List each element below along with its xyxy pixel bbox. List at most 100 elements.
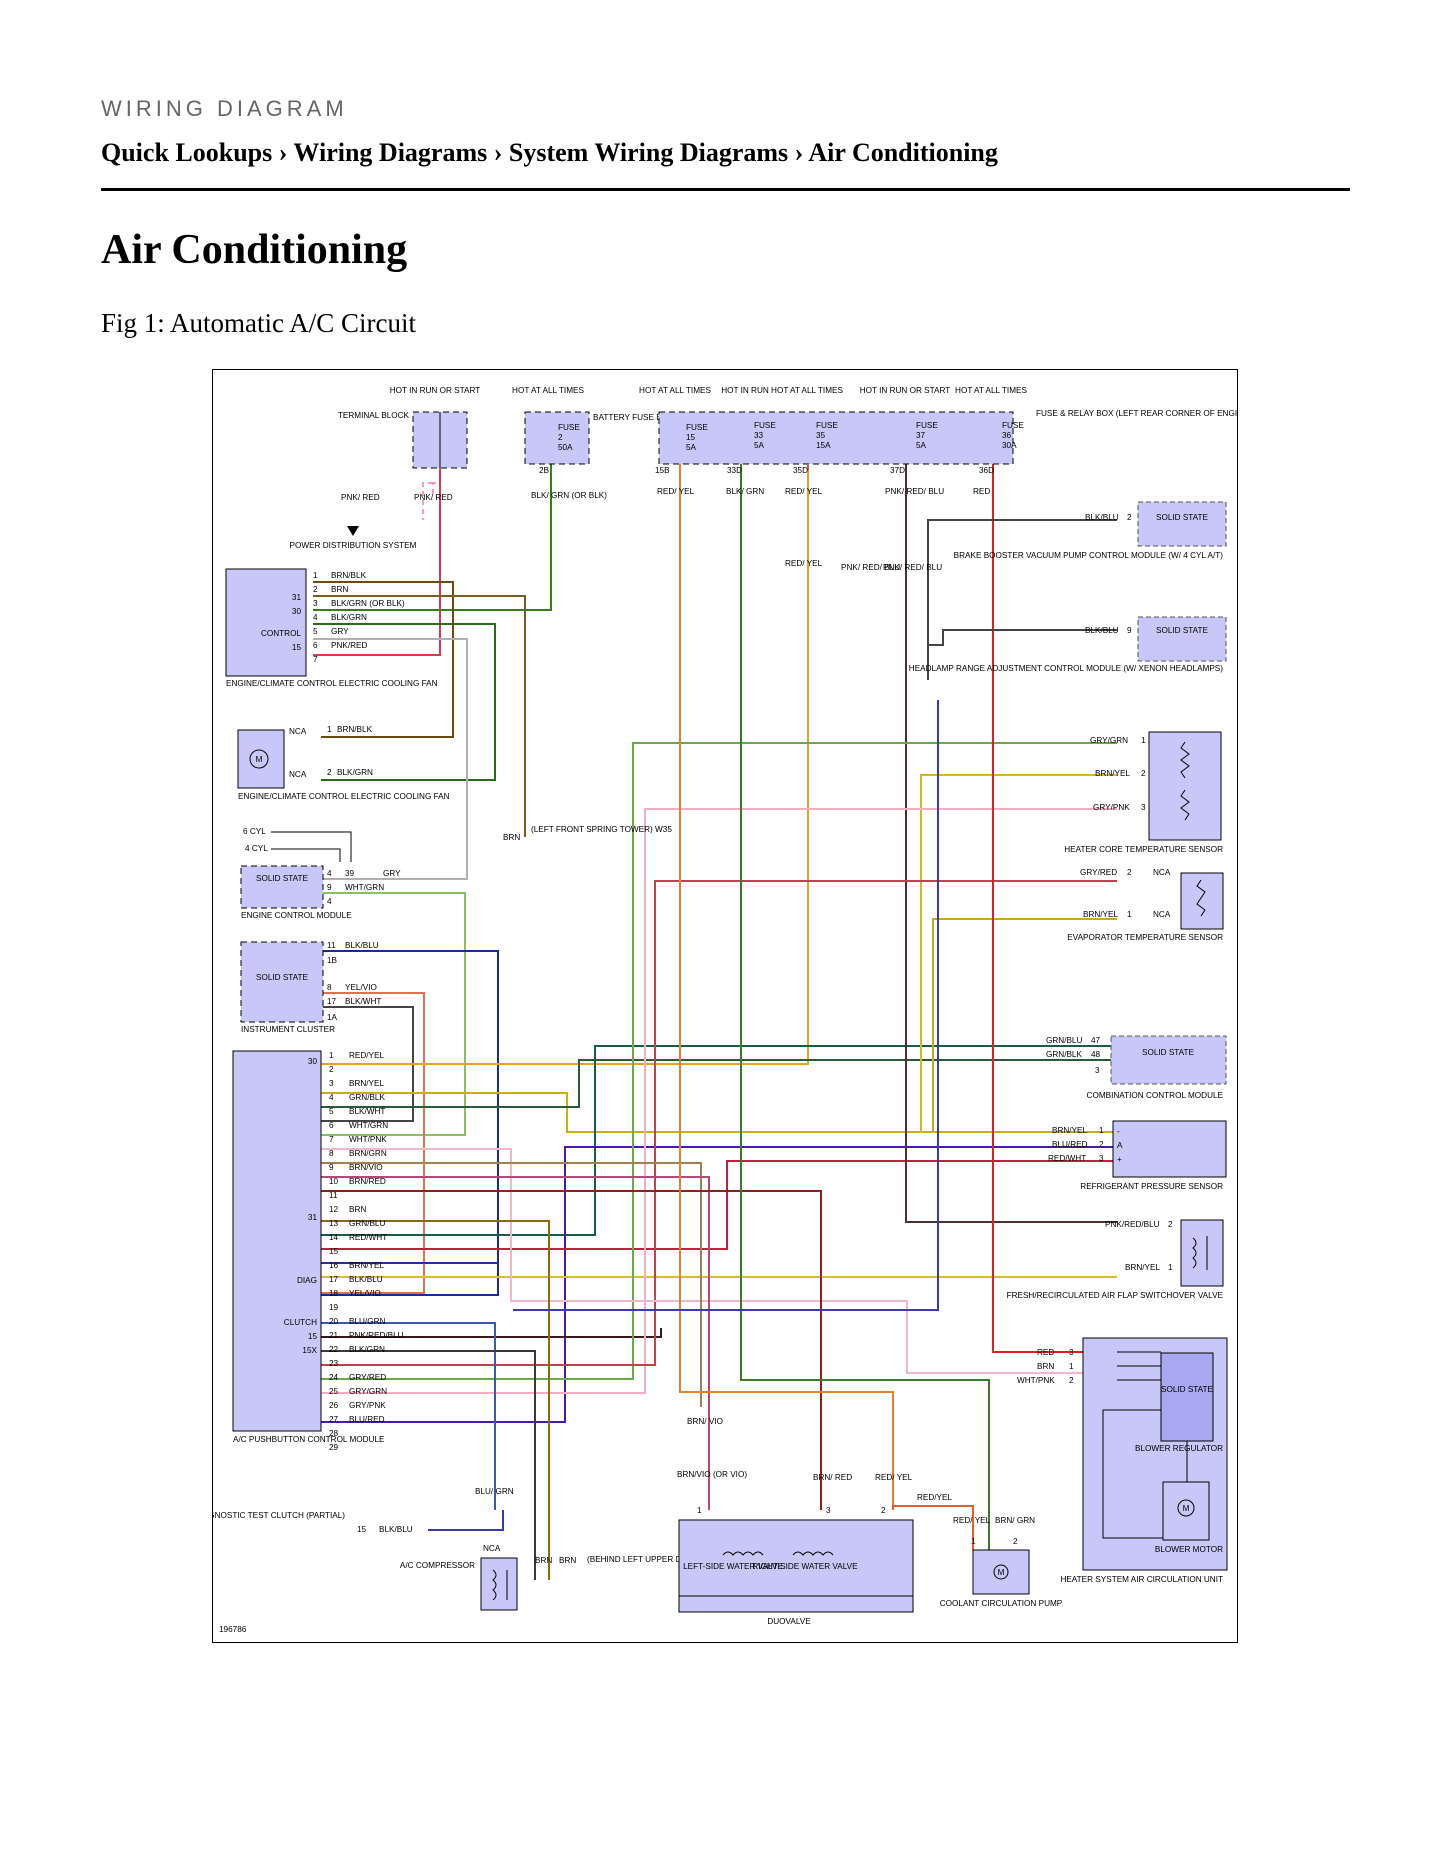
headlamp-range-box <box>1137 616 1227 662</box>
motor-pin-1: 1 <box>327 725 332 734</box>
wire-blu-red <box>321 1146 1117 1423</box>
fuse-37-rating: 5A <box>916 441 927 450</box>
wire-label-pnk-red-blu-3: PNK/ RED/ BLU <box>883 563 942 572</box>
wire-blu-grn <box>321 1322 496 1510</box>
wire-label-brn-w1-a: BRN <box>535 1556 552 1565</box>
fan-control-word: CONTROL <box>261 629 301 638</box>
wire-red-yel <box>321 470 809 1065</box>
module-pin-number: 4 <box>329 1093 334 1102</box>
module-pin-wire: BLK/GRN <box>349 1345 385 1354</box>
module-pin-wire: BRN/VIO <box>349 1163 383 1172</box>
refrigerant-sensor-box <box>1112 1120 1227 1178</box>
module-pin-wire: GRY/PNK <box>349 1401 386 1410</box>
label-hot-in-run: HOT IN RUN <box>721 386 769 395</box>
module-pin-wire: WHT/GRN <box>349 1121 388 1130</box>
fuse-2-word: FUSE <box>558 423 580 432</box>
module-pin-number: 3 <box>329 1079 334 1088</box>
wire-label-blk-grn-or-blk: BLK/ GRN (OR BLK) <box>531 491 607 500</box>
module-pin-number: 23 <box>329 1359 339 1368</box>
wire-blk-blu-cluster <box>321 950 499 1296</box>
wire-red-wht <box>321 1160 1117 1250</box>
ecm-pin-1-extra: 39 <box>345 869 355 878</box>
flap-wire-2: BRN/YEL <box>1125 1263 1160 1272</box>
fuse-36-rating: 30A <box>1002 441 1017 450</box>
combination-solid-state: SOLID STATE <box>1142 1048 1195 1057</box>
refrigerant-pin-3: 3 <box>1099 1154 1104 1163</box>
headlamp-wire: BLK/BLU <box>1085 626 1119 635</box>
module-pin-wire: PNK/RED/BLU <box>349 1331 404 1340</box>
fuse-35-rating: 15A <box>816 441 831 450</box>
module-pin-number: 25 <box>329 1387 339 1396</box>
wire-label-pnk-red-blu-2: PNK/ RED/ BLU <box>841 563 900 572</box>
evap-label: EVAPORATOR TEMPERATURE SENSOR <box>1067 933 1223 942</box>
breadcrumb[interactable]: Quick Lookups › Wiring Diagrams › System… <box>101 138 998 167</box>
evap-wire-1: GRY/RED <box>1080 868 1117 877</box>
fuse-35-number: 35 <box>816 431 826 440</box>
fuse-35-word: FUSE <box>816 421 838 430</box>
label-hot-all-times-2: HOT AT ALL TIMES <box>639 386 711 395</box>
evap-resistor <box>1196 879 1206 917</box>
brake-booster-label: BRAKE BOOSTER VACUUM PUMP CONTROL MODULE… <box>954 551 1224 560</box>
header-divider <box>101 188 1350 191</box>
refrigerant-polarity-plus: + <box>1117 1155 1122 1164</box>
wire-label-blk-grn-33d: BLK/ GRN <box>726 487 764 496</box>
wire-label-pnk-red-2: PNK/ RED <box>414 493 453 502</box>
blower-regulator-box <box>1160 1352 1214 1442</box>
module-pin-wire: BRN/YEL <box>349 1261 384 1270</box>
wire-label-red-yel-pump-h: RED/YEL <box>917 1493 952 1502</box>
wire-brn-yel-heater <box>920 774 1117 1132</box>
cooling-fan-motor-box <box>237 729 285 789</box>
wire-label-red-yel-15b: RED/ YEL <box>657 487 695 496</box>
label-hot-run-start-2: HOT IN RUN OR START <box>860 386 951 395</box>
headlamp-pin: 9 <box>1127 626 1132 635</box>
fuse-relay-box-label: FUSE & RELAY BOX (LEFT REAR CORNER OF EN… <box>1036 409 1237 418</box>
ac-compressor-label: A/C COMPRESSOR <box>400 1561 475 1570</box>
fan-pin-7: 7 <box>313 655 318 664</box>
wire-blk-grn-22 <box>321 1350 536 1580</box>
wire-label-red-36d: RED <box>973 487 990 496</box>
ground-w35: (LEFT FRONT SPRING TOWER) W35 <box>531 825 672 834</box>
module-pin-wire: GRY/GRN <box>349 1387 387 1396</box>
module-pin-number: 26 <box>329 1401 339 1410</box>
fan-motor-symbol <box>249 749 269 769</box>
module-pin-wire: GRN/BLU <box>349 1219 385 1228</box>
blower-motor-symbol <box>1177 1499 1195 1517</box>
module-pin-number: 6 <box>329 1121 334 1130</box>
module-terminal-30: 30 <box>308 1057 318 1066</box>
flap-valve-box <box>1180 1219 1224 1287</box>
ecm-box <box>240 865 324 909</box>
fan-wire-3: BLK/GRN (OR BLK) <box>331 599 405 608</box>
evap-pin-2: 1 <box>1127 910 1132 919</box>
module-pin-wire: GRN/BLK <box>349 1093 385 1102</box>
fuse-33-rating: 5A <box>754 441 765 450</box>
cluster-wire-1: BLK/BLU <box>345 941 379 950</box>
duovalve-pin-2: 2 <box>881 1506 886 1515</box>
wire-brn-vio <box>321 1176 710 1510</box>
evap-sensor-box <box>1180 872 1224 930</box>
blower-pin-1: 3 <box>1069 1348 1074 1357</box>
diag-clutch-wire: BLK/BLU <box>379 1525 413 1534</box>
cooling-fan-control-box <box>225 568 307 677</box>
wire-gry-red <box>321 880 1117 1366</box>
diag-clutch-pin: 15 <box>357 1525 367 1534</box>
fuse-2-pin: 2B <box>539 466 550 475</box>
wire-pnk-red-blu <box>321 1328 662 1338</box>
wire-blk-blu-diag <box>428 700 939 1531</box>
wire-blk-blu-hl <box>927 629 1117 680</box>
refrigerant-pin-2: 2 <box>1099 1140 1104 1149</box>
module-terminal-15: 15 <box>308 1332 318 1341</box>
wire-label-pnk-red-1: PNK/ RED <box>341 493 380 502</box>
heater-core-wire-3: GRY/PNK <box>1093 803 1130 812</box>
brake-booster-solid-state: SOLID STATE <box>1156 513 1209 522</box>
module-terminal-15x: 15X <box>302 1346 317 1355</box>
wire-gry-pnk <box>321 808 1117 1394</box>
wire-label-brn-vio: BRN/ VIO <box>687 1417 723 1426</box>
module-pin-wire: BRN/RED <box>349 1177 386 1186</box>
blower-internal-wiring <box>1102 1351 1188 1539</box>
ecm-pin-2: 9 <box>327 883 332 892</box>
flap-valve-label: FRESH/RECIRCULATED AIR FLAP SWITCHOVER V… <box>1007 1291 1224 1300</box>
pump-pin-1: 1 <box>971 1537 976 1546</box>
refrigerant-label: REFRIGERANT PRESSURE SENSOR <box>1080 1182 1223 1191</box>
ac-module-label: A/C PUSHBUTTON CONTROL MODULE <box>233 1435 385 1444</box>
